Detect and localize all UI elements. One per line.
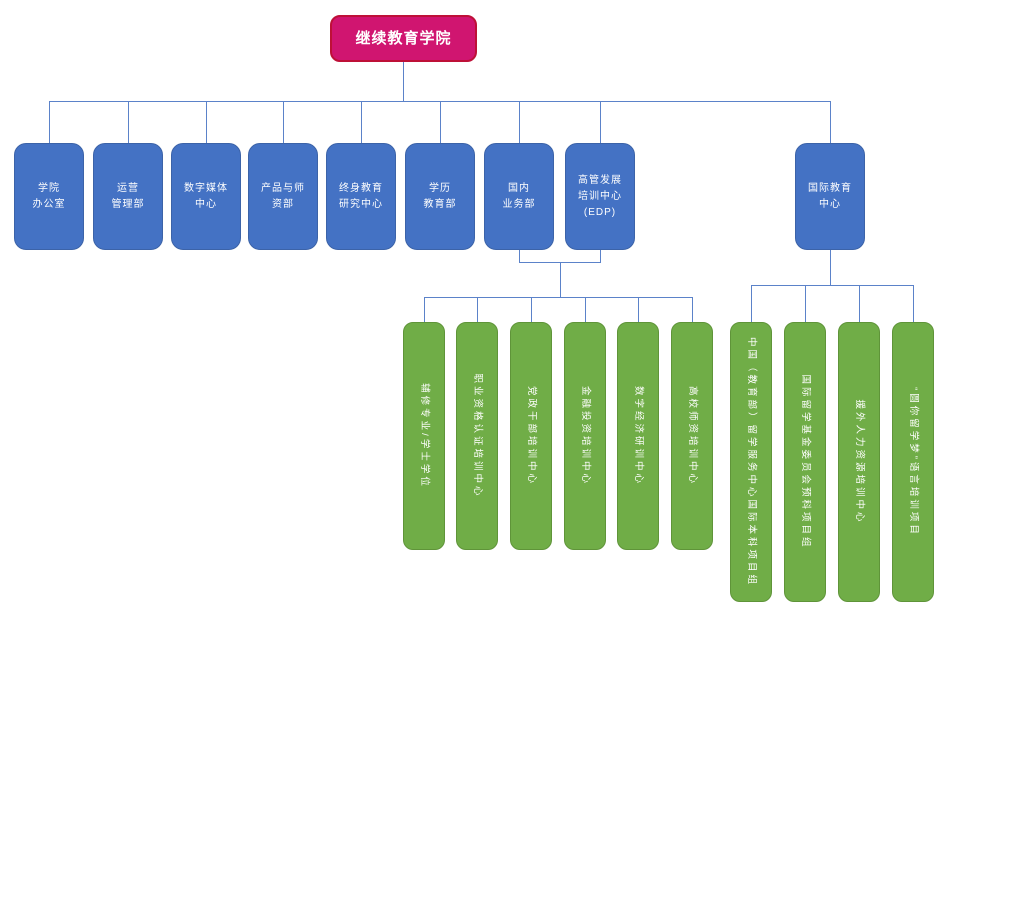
center-label: 职业资格认证培训中心 <box>471 373 483 499</box>
org-node-academic-education[interactable]: 学历 教育部 <box>405 143 475 250</box>
org-node-root[interactable]: 继续教育学院 <box>330 15 477 62</box>
dept-label: 学历 教育部 <box>423 182 457 210</box>
org-node-foreign-aid-hr-training[interactable]: 援外人力资源培训中心 <box>838 322 880 602</box>
org-node-university-faculty-training[interactable]: 高校师资培训中心 <box>671 322 713 550</box>
dept-label: 产品与师 资部 <box>261 182 305 210</box>
connector-line <box>424 297 425 322</box>
dept-label: 运营 管理部 <box>111 182 145 210</box>
connector-line <box>751 285 914 286</box>
connector-line <box>519 250 520 262</box>
org-node-operations-management[interactable]: 运营 管理部 <box>93 143 163 250</box>
center-label: 中国（教育部）留学服务中心国际本科项目组 <box>745 336 757 588</box>
center-label: 金融投资培训中心 <box>579 385 591 487</box>
connector-line <box>751 285 752 322</box>
center-label: 国际留学基金委员会预科项目组 <box>799 374 811 550</box>
connector-line <box>859 285 860 322</box>
org-node-cscse-international-undergrad[interactable]: 中国（教育部）留学服务中心国际本科项目组 <box>730 322 772 602</box>
connector-line <box>600 250 601 262</box>
connector-line <box>560 262 561 297</box>
org-node-finance-investment-training[interactable]: 金融投资培训中心 <box>564 322 606 550</box>
connector-line <box>830 250 831 285</box>
connector-line <box>638 297 639 322</box>
org-node-digital-media-center[interactable]: 数字媒体 中心 <box>171 143 241 250</box>
org-node-minor-degree[interactable]: 辅修专业/学士学位 <box>403 322 445 550</box>
connector-line <box>913 285 914 322</box>
connector-line <box>424 297 693 298</box>
center-label: 高校师资培训中心 <box>686 385 698 487</box>
connector-line <box>403 62 404 101</box>
connector-line <box>805 285 806 322</box>
center-label: “圆你留学梦”语言培训项目 <box>907 387 919 537</box>
dept-label: 高管发展 培训中心 (EDP) <box>578 174 622 218</box>
connector-line <box>519 101 520 143</box>
org-node-digital-economy-training[interactable]: 数字经济研训中心 <box>617 322 659 550</box>
org-node-root-label: 继续教育学院 <box>355 29 452 47</box>
center-label: 援外人力资源培训中心 <box>853 399 865 525</box>
dept-label: 学院 办公室 <box>32 182 66 210</box>
connector-line <box>206 101 207 143</box>
org-node-vocational-certification[interactable]: 职业资格认证培训中心 <box>456 322 498 550</box>
connector-line <box>128 101 129 143</box>
org-node-product-faculty[interactable]: 产品与师 资部 <box>248 143 318 250</box>
connector-line <box>361 101 362 143</box>
center-label: 辅修专业/学士学位 <box>418 383 430 489</box>
dept-label: 数字媒体 中心 <box>184 182 228 210</box>
dept-label: 国内 业务部 <box>502 182 536 210</box>
connector-line <box>830 101 831 143</box>
org-node-domestic-business[interactable]: 国内 业务部 <box>484 143 554 250</box>
connector-line <box>531 297 532 322</box>
connector-line <box>692 297 693 322</box>
org-node-college-office[interactable]: 学院 办公室 <box>14 143 84 250</box>
dept-label: 国际教育 中心 <box>808 182 852 210</box>
connector-line <box>600 101 601 143</box>
org-node-edp-training-center[interactable]: 高管发展 培训中心 (EDP) <box>565 143 635 250</box>
org-node-study-abroad-dream-language[interactable]: “圆你留学梦”语言培训项目 <box>892 322 934 602</box>
connector-line <box>440 101 441 143</box>
dept-label: 终身教育 研究中心 <box>339 182 383 210</box>
org-node-scholarship-council-preparatory[interactable]: 国际留学基金委员会预科项目组 <box>784 322 826 602</box>
org-node-lifelong-education-research[interactable]: 终身教育 研究中心 <box>326 143 396 250</box>
connector-line <box>283 101 284 143</box>
org-node-party-cadre-training[interactable]: 党政干部培训中心 <box>510 322 552 550</box>
connector-line <box>585 297 586 322</box>
connector-line <box>477 297 478 322</box>
connector-line <box>49 101 50 143</box>
center-label: 数字经济研训中心 <box>632 385 644 487</box>
org-node-international-education-center[interactable]: 国际教育 中心 <box>795 143 865 250</box>
center-label: 党政干部培训中心 <box>525 385 537 487</box>
